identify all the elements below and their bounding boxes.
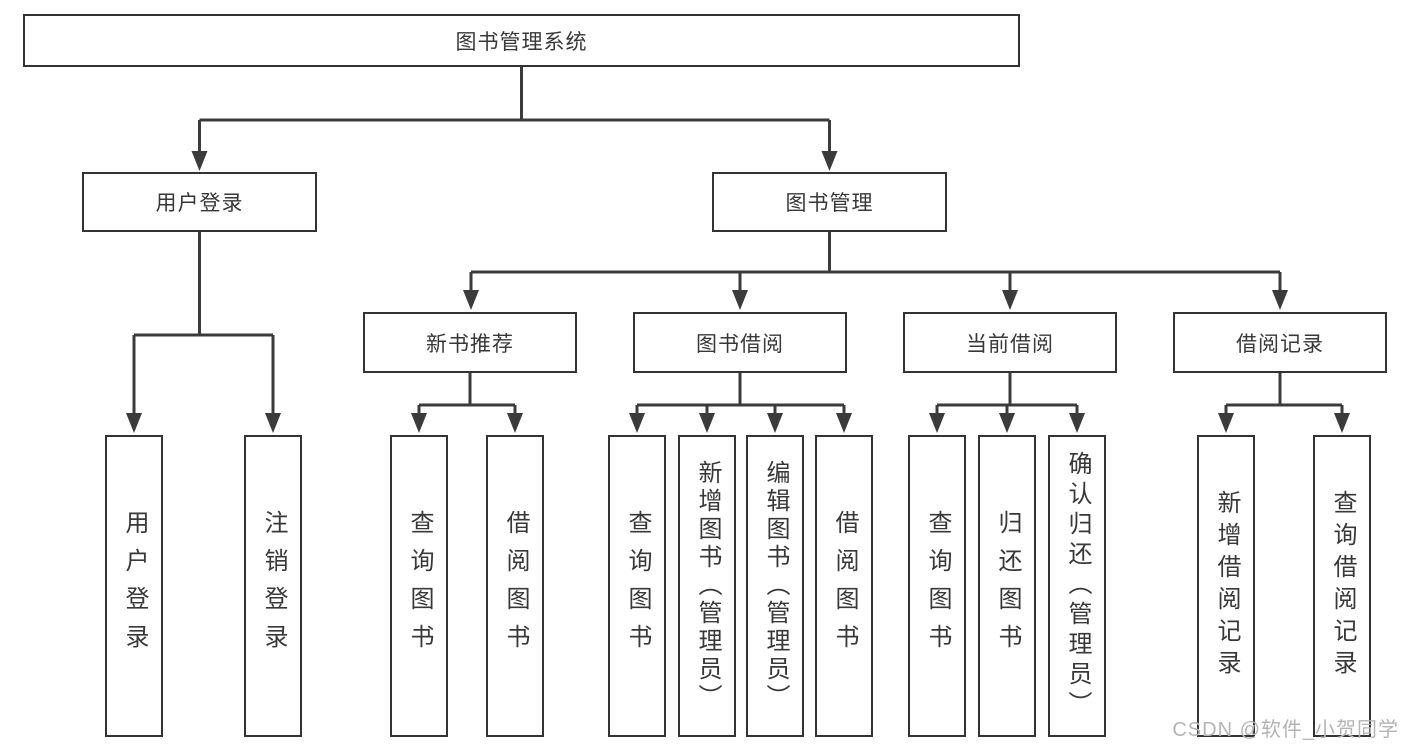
leaf-query-books-current: 查询图书 [908, 435, 966, 737]
arrowhead-icon [929, 413, 945, 433]
node-current-borrow: 当前借阅 [903, 312, 1117, 373]
leaf-label: 新增图书（管理员） [694, 460, 721, 712]
leaf-user-login: 用户登录 [105, 435, 163, 737]
node-borrow-records: 借阅记录 [1173, 312, 1387, 373]
connector-login-to-leaves [132, 232, 275, 414]
leaf-add-books-admin: 新增图书（管理员） [678, 435, 736, 737]
arrowhead-icon [732, 290, 748, 310]
arrowhead-icon [265, 413, 281, 433]
node-label: 新书推荐 [426, 332, 514, 356]
leaf-confirm-return-admin: 确认归还（管理员） [1048, 435, 1106, 737]
node-label: 图书管理 [785, 192, 874, 215]
csdn-watermark: CSDN @软件_小贺同学 [1172, 719, 1399, 741]
leaf-label: 归还图书 [994, 510, 1021, 662]
node-book-management: 图书管理 [712, 172, 947, 232]
leaf-label: 新增借阅记录 [1213, 490, 1240, 682]
arrowhead-icon [1002, 290, 1018, 310]
leaf-label: 查询图书 [924, 510, 951, 662]
leaf-label: 查询图书 [624, 510, 651, 662]
leaf-label: 查询借阅记录 [1329, 490, 1356, 682]
leaf-label: 注销登录 [260, 510, 287, 662]
node-label: 当前借阅 [966, 332, 1054, 356]
arrowhead-icon [999, 413, 1015, 433]
leaf-borrow-books-recommend: 借阅图书 [486, 435, 544, 737]
leaf-query-books-borrow: 查询图书 [608, 435, 666, 737]
node-label: 借阅记录 [1236, 332, 1324, 356]
leaf-add-borrow-record: 新增借阅记录 [1197, 435, 1255, 737]
arrowhead-icon [767, 413, 783, 433]
arrowhead-icon [699, 413, 715, 433]
node-book-borrow: 图书借阅 [633, 312, 847, 373]
leaf-query-books-recommend: 查询图书 [390, 435, 448, 737]
node-label: 用户登录 [155, 192, 244, 215]
connector-current-to-leaves [935, 373, 1079, 414]
arrowhead-icon [821, 151, 838, 171]
arrowhead-icon [411, 413, 427, 433]
leaf-logout: 注销登录 [244, 435, 302, 737]
leaf-label: 借阅图书 [831, 510, 858, 662]
arrowhead-icon [1218, 413, 1234, 433]
leaf-query-borrow-record: 查询借阅记录 [1313, 435, 1371, 737]
arrowhead-icon [1069, 413, 1085, 433]
leaf-label: 确认归还（管理员） [1064, 451, 1091, 721]
leaf-borrow-books: 借阅图书 [815, 435, 873, 737]
node-user-login: 用户登录 [82, 172, 317, 232]
arrowhead-icon [191, 151, 208, 171]
leaf-label: 用户登录 [121, 510, 148, 662]
arrowhead-icon [836, 413, 852, 433]
leaf-label: 编辑图书（管理员） [762, 460, 789, 712]
leaf-return-books: 归还图书 [978, 435, 1036, 737]
node-new-book-recommend: 新书推荐 [363, 312, 577, 373]
connector-root-to-level2 [198, 67, 831, 152]
node-library-system: 图书管理系统 [23, 14, 1020, 67]
arrowhead-icon [1272, 290, 1288, 310]
arrowhead-icon [629, 413, 645, 433]
connector-management-to-level3 [469, 232, 1282, 291]
leaf-label: 查询图书 [406, 510, 433, 662]
arrowhead-icon [463, 290, 479, 310]
arrowhead-icon [507, 413, 523, 433]
arrowhead-icon [1334, 413, 1350, 433]
connector-recommend-to-leaves [417, 373, 517, 414]
connector-records-to-leaves [1224, 373, 1344, 414]
leaf-label: 借阅图书 [502, 510, 529, 662]
leaf-edit-books-admin: 编辑图书（管理员） [746, 435, 804, 737]
arrowhead-icon [126, 413, 142, 433]
node-label: 图书借阅 [696, 332, 784, 356]
node-label: 图书管理系统 [455, 30, 588, 54]
connector-borrow-to-leaves [635, 373, 846, 414]
